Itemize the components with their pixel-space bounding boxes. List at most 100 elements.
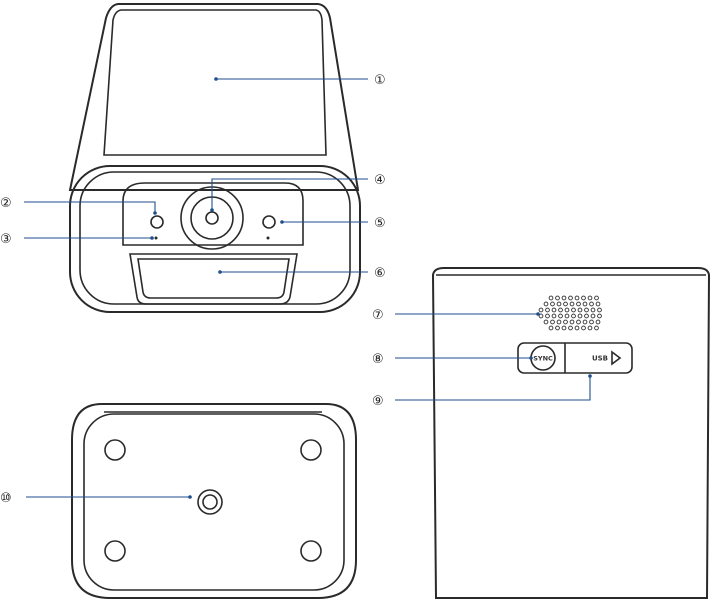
callout-2: ② bbox=[0, 196, 12, 211]
speaker-hole bbox=[546, 314, 550, 318]
speaker-hole bbox=[585, 314, 589, 318]
speaker-hole bbox=[562, 326, 566, 330]
speaker-hole bbox=[557, 320, 561, 324]
speaker-hole bbox=[583, 320, 587, 324]
speaker-hole bbox=[569, 296, 573, 300]
leader-dot-1 bbox=[214, 77, 218, 81]
speaker-hole bbox=[562, 296, 566, 300]
callout-4: ④ bbox=[374, 173, 386, 188]
indicator-dot-right bbox=[267, 237, 270, 240]
speaker-hole bbox=[572, 308, 576, 312]
speaker-hole bbox=[595, 326, 599, 330]
speaker-grille bbox=[539, 296, 601, 330]
side-housing bbox=[433, 268, 709, 598]
leader-dot-2 bbox=[153, 211, 157, 215]
speaker-hole bbox=[557, 302, 561, 306]
speaker-hole bbox=[565, 308, 569, 312]
speaker-hole bbox=[582, 296, 586, 300]
speaker-hole bbox=[564, 302, 568, 306]
speaker-hole bbox=[585, 308, 589, 312]
screw-hole-bottom-left bbox=[105, 541, 125, 561]
leader-dot-7 bbox=[536, 312, 540, 316]
speaker-hole bbox=[559, 314, 563, 318]
speaker-hole bbox=[565, 314, 569, 318]
speaker-hole bbox=[583, 302, 587, 306]
screw-hole-top-left bbox=[105, 440, 125, 460]
speaker-hole bbox=[588, 326, 592, 330]
speaker-hole bbox=[577, 302, 581, 306]
tripod-mount-inner bbox=[203, 495, 217, 509]
speaker-hole bbox=[556, 326, 560, 330]
leader-line-9 bbox=[395, 376, 590, 400]
leader-line-2 bbox=[24, 202, 155, 213]
callout-8: ⑧ bbox=[372, 352, 384, 367]
callout-5: ⑤ bbox=[374, 216, 386, 231]
front-view bbox=[70, 4, 360, 312]
speaker-hole bbox=[570, 320, 574, 324]
speaker-hole bbox=[590, 302, 594, 306]
speaker-hole bbox=[582, 326, 586, 330]
speaker-hole bbox=[591, 314, 595, 318]
speaker-hole bbox=[572, 314, 576, 318]
leader-dot-9 bbox=[588, 374, 592, 378]
leader-dot-3 bbox=[150, 236, 154, 240]
speaker-hole bbox=[598, 308, 602, 312]
screw-hole-top-right bbox=[301, 440, 321, 460]
bottom-housing bbox=[72, 404, 356, 598]
callout-6: ⑥ bbox=[374, 266, 386, 281]
speaker-hole bbox=[569, 326, 573, 330]
light-sensor-right bbox=[263, 216, 275, 228]
side-view: SYNC USB bbox=[433, 268, 709, 598]
speaker-hole bbox=[595, 296, 599, 300]
callout-9: ⑨ bbox=[372, 394, 384, 409]
indicator-dot-left bbox=[155, 237, 158, 240]
leader-dot-6 bbox=[218, 270, 222, 274]
speaker-hole bbox=[596, 302, 600, 306]
callout-1: ① bbox=[374, 73, 386, 88]
speaker-hole bbox=[575, 296, 579, 300]
pir-window-outer bbox=[130, 254, 297, 304]
speaker-hole bbox=[577, 320, 581, 324]
callout-10: ⑩ bbox=[0, 491, 12, 506]
leader-dot-5 bbox=[280, 220, 284, 224]
speaker-hole bbox=[590, 320, 594, 324]
leader-dot-10 bbox=[188, 495, 192, 499]
speaker-hole bbox=[591, 308, 595, 312]
speaker-hole bbox=[556, 296, 560, 300]
solar-panel-housing bbox=[70, 4, 358, 190]
lens-center bbox=[206, 212, 218, 224]
callout-7: ⑦ bbox=[372, 308, 384, 323]
face-plate bbox=[123, 183, 303, 245]
speaker-hole bbox=[575, 326, 579, 330]
usb-arrow-icon bbox=[612, 352, 620, 364]
speaker-hole bbox=[559, 308, 563, 312]
bottom-plate bbox=[84, 414, 344, 590]
speaker-hole bbox=[549, 296, 553, 300]
callout-3: ③ bbox=[0, 232, 12, 247]
speaker-hole bbox=[552, 314, 556, 318]
bottom-view bbox=[72, 404, 356, 598]
solar-panel-inner bbox=[104, 10, 326, 155]
screw-hole-bottom-right bbox=[301, 541, 321, 561]
speaker-hole bbox=[552, 308, 556, 312]
leader-dot-8 bbox=[529, 356, 533, 360]
speaker-hole bbox=[598, 314, 602, 318]
speaker-hole bbox=[588, 296, 592, 300]
speaker-hole bbox=[539, 308, 543, 312]
speaker-hole bbox=[578, 314, 582, 318]
speaker-hole bbox=[551, 302, 555, 306]
leader-dot-4 bbox=[210, 208, 214, 212]
speaker-hole bbox=[544, 302, 548, 306]
speaker-hole bbox=[549, 326, 553, 330]
speaker-hole bbox=[551, 320, 555, 324]
speaker-hole bbox=[596, 320, 600, 324]
tripod-mount-outer bbox=[198, 490, 222, 514]
speaker-hole bbox=[570, 302, 574, 306]
callouts: ① ② ③ ④ ⑤ ⑥ ⑦ ⑧ ⑨ ⑩ bbox=[0, 73, 592, 506]
speaker-hole bbox=[578, 308, 582, 312]
light-sensor-left bbox=[151, 216, 163, 228]
speaker-hole bbox=[544, 320, 548, 324]
pir-window-inner bbox=[138, 259, 289, 298]
speaker-hole bbox=[546, 308, 550, 312]
